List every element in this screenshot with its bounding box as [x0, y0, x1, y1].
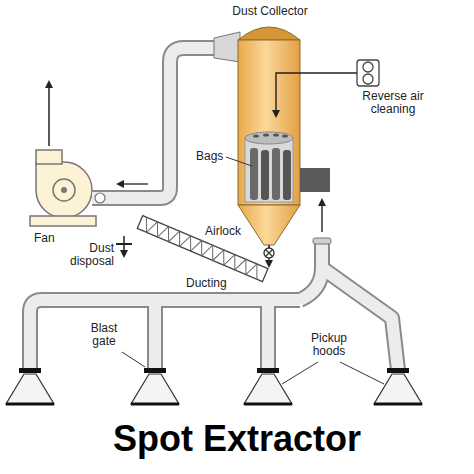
exhaust-duct	[92, 32, 240, 203]
screw-conveyor	[137, 216, 268, 282]
ducting-network	[30, 200, 398, 370]
diagram-title: Spot Extractor	[0, 418, 474, 460]
fan-symbol	[30, 82, 96, 226]
hood-label: Pickup hoods	[300, 332, 358, 358]
disposal-arrow	[116, 236, 132, 256]
collector-housing	[238, 27, 330, 245]
fan-label: Fan	[34, 232, 55, 245]
collector-label: Dust Collector	[222, 5, 318, 18]
leader-lines	[122, 157, 384, 384]
airlock-symbol	[264, 245, 274, 266]
airlock-label: Airlock	[205, 225, 241, 238]
pickup-hoods	[6, 368, 422, 404]
reverse-air-label: Reverse air cleaning	[356, 90, 430, 116]
bags-label: Bags	[196, 150, 223, 163]
ducting-label: Ducting	[186, 277, 227, 290]
disposal-label: Dust disposal	[62, 242, 114, 268]
blast-gate-label: Blast gate	[84, 322, 124, 348]
reverse-air-blower	[276, 60, 379, 116]
